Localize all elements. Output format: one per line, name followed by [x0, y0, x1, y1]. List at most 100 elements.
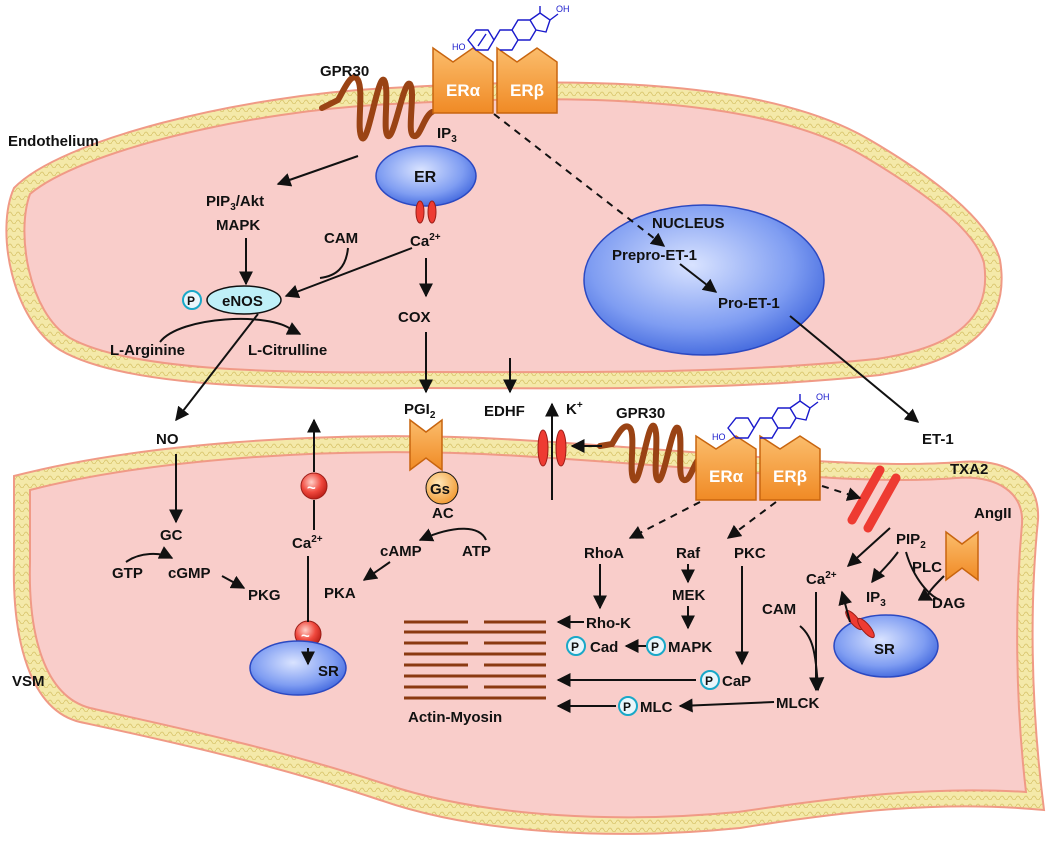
- raf-label: Raf: [676, 545, 701, 562]
- edhf-label: EDHF: [484, 403, 525, 420]
- mek-label: MEK: [672, 587, 706, 604]
- ac-label: AC: [432, 505, 454, 522]
- er-ca-channel-left: [415, 200, 425, 224]
- pip2-label: PIP2: [896, 531, 926, 551]
- pkc-label: PKC: [734, 545, 766, 562]
- gpr30-endothelium: GPR30: [319, 63, 435, 142]
- gs-label: Gs: [430, 481, 450, 498]
- er-alpha-label-top: ERα: [446, 81, 481, 100]
- sr-right: SR: [833, 609, 939, 678]
- mapk-phospho-badge: [646, 636, 666, 656]
- pgi2-label: PGI2: [404, 401, 436, 421]
- sr-left-label: SR: [318, 663, 339, 680]
- rho-k-label: Rho-K: [586, 615, 631, 632]
- angii-label: AngII: [974, 505, 1012, 522]
- mlc-phospho-badge: [618, 696, 638, 716]
- actin-myosin-label: Actin-Myosin: [408, 709, 502, 726]
- camp-label: cAMP: [380, 543, 422, 560]
- sr-left: SR: [249, 640, 347, 696]
- cad-phospho-badge: [566, 636, 586, 656]
- enos-ellipse: [206, 285, 282, 315]
- mlc-label: MLC: [640, 699, 673, 716]
- vsm-cytoplasm: [28, 451, 1028, 819]
- ip3-label: IP3: [437, 125, 457, 145]
- vsm-label: VSM: [12, 673, 45, 690]
- cap-phospho-badge: [700, 670, 720, 690]
- mlc-phospho-label: P: [623, 700, 631, 714]
- estradiol-oh-vsm: OH: [816, 392, 830, 402]
- l-arginine-label: L-Arginine: [110, 342, 185, 359]
- ca-vsm-right-label: Ca2+: [806, 570, 837, 588]
- rhoa-label: RhoA: [584, 545, 624, 562]
- gpr30-label-vsm: GPR30: [616, 405, 665, 422]
- estradiol-molecule-vsm: HO OH: [712, 392, 830, 442]
- enos-phospho-badge: [182, 290, 202, 310]
- et1-label: ET-1: [922, 431, 954, 448]
- angii-receptor: [945, 530, 979, 582]
- gs-protein: [425, 471, 459, 505]
- mlck-label: MLCK: [776, 695, 819, 712]
- estradiol-molecule-top: HO OH: [452, 4, 570, 52]
- l-citrulline-label: L-Citrulline: [248, 342, 327, 359]
- pip3-akt-label: PIP3/Akt: [206, 193, 264, 213]
- pkg-label: PKG: [248, 587, 281, 604]
- cap-phospho-label: P: [705, 674, 713, 688]
- atp-label: ATP: [462, 543, 491, 560]
- enos-label: eNOS: [222, 293, 263, 310]
- mapk-vsm-label: MAPK: [668, 639, 712, 656]
- txa2-label: TXA2: [950, 461, 988, 478]
- vsm-cell: [12, 435, 1046, 835]
- estradiol-ho-top: HO: [452, 42, 466, 52]
- ca-endothelium-label: Ca2+: [410, 232, 441, 250]
- gtp-label: GTP: [112, 565, 143, 582]
- ca-pump-sr-symbol: ~: [301, 628, 310, 645]
- endothelium-arrows: [159, 113, 920, 423]
- pgi2-receptor: [409, 418, 443, 472]
- dag-label: DAG: [932, 595, 965, 612]
- k-label: K+: [566, 400, 583, 418]
- prepro-et1-label: Prepro-ET-1: [612, 247, 697, 264]
- ca-pump-membrane-symbol: ~: [307, 480, 316, 497]
- cad-label: Cad: [590, 639, 618, 656]
- ca-channel-vsm: [847, 465, 901, 533]
- ca-vsm-left-label: Ca2+: [292, 534, 323, 552]
- no-label: NO: [156, 431, 179, 448]
- gc-label: GC: [160, 527, 183, 544]
- er-beta-vsm: ERβ: [759, 434, 821, 501]
- pro-et1-label: Pro-ET-1: [718, 295, 780, 312]
- er-alpha-endothelium: ERα: [432, 46, 494, 114]
- ca-pump-membrane: ~: [300, 472, 328, 500]
- cad-phospho-label: P: [571, 640, 579, 654]
- ip3-vsm-label: IP3: [866, 589, 886, 609]
- sr-right-label: SR: [874, 641, 895, 658]
- mapk-endothelium-label: MAPK: [216, 217, 260, 234]
- er-beta-endothelium: ERβ: [496, 46, 558, 114]
- enos-group: eNOS P: [182, 285, 282, 315]
- cap-label: CaP: [722, 673, 751, 690]
- actin-myosin-filaments: [404, 620, 546, 700]
- endoplasmic-reticulum: ER: [375, 145, 477, 224]
- cam-vsm-label: CAM: [762, 601, 796, 618]
- endothelium-label: Endothelium: [8, 133, 99, 150]
- gpr30-vsm: GPR30: [570, 405, 703, 484]
- cgmp-label: cGMP: [168, 565, 211, 582]
- estradiol-oh-top: OH: [556, 4, 570, 14]
- plc-label: PLC: [912, 559, 942, 576]
- k-channel: [537, 402, 567, 500]
- er-ca-channel-right: [427, 200, 437, 224]
- nucleus-label: NUCLEUS: [652, 215, 725, 232]
- pka-label: PKA: [324, 585, 356, 602]
- er-alpha-label-vsm: ERα: [709, 467, 744, 486]
- enos-phospho-label: P: [187, 294, 195, 308]
- cam-endothelium-label: CAM: [324, 230, 358, 247]
- er-organelle-label: ER: [414, 169, 437, 186]
- er-beta-label-vsm: ERβ: [773, 467, 807, 486]
- nucleus: NUCLEUS Prepro-ET-1 Pro-ET-1: [583, 204, 825, 356]
- er-alpha-vsm: ERα: [695, 434, 757, 501]
- estradiol-ho-vsm: HO: [712, 432, 726, 442]
- er-beta-label-top: ERβ: [510, 81, 544, 100]
- mapk-phospho-label: P: [651, 640, 659, 654]
- vsm-arrows: [125, 418, 945, 713]
